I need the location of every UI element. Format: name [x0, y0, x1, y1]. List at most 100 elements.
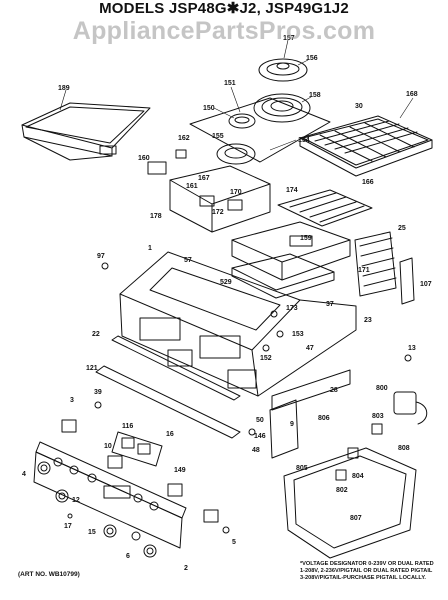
callout-167: 167: [198, 175, 210, 182]
callout-17: 17: [64, 523, 72, 530]
callout-808: 808: [398, 445, 410, 452]
callout-149: 149: [174, 467, 186, 474]
callout-806: 806: [318, 415, 330, 422]
chassis-frame: [119, 251, 357, 397]
callout-1: 1: [148, 245, 152, 252]
switch-block-mid: [107, 455, 123, 469]
callout-10: 10: [104, 443, 112, 450]
voltage-note-line-1: *VOLTAGE DESIGNATOR 0-239V OR DUAL RATED: [300, 561, 434, 567]
callout-107: 107: [420, 281, 432, 288]
callout-16: 16: [166, 431, 174, 438]
callout-178: 178: [150, 213, 162, 220]
diagram-title: MODELS JSP48G✱J2, JSP49G1J2: [99, 0, 349, 17]
burner-box: [169, 165, 271, 233]
screw-17: [67, 513, 73, 519]
callout-162: 162: [178, 135, 190, 142]
callout-9: 9: [290, 421, 294, 428]
knobs: [37, 461, 157, 558]
burner-assembly: [216, 58, 311, 165]
callout-97: 97: [97, 253, 105, 260]
drip-tray: [231, 253, 335, 299]
callout-159: 159: [300, 235, 312, 242]
callout-23: 23: [364, 317, 372, 324]
callout-166: 166: [362, 179, 374, 186]
clock-timer: [111, 431, 163, 467]
grill-grate: [299, 115, 433, 177]
callout-25: 25: [398, 225, 406, 232]
leader-lines: [59, 39, 414, 151]
callout-805: 805: [296, 465, 308, 472]
callout-28: 28: [330, 387, 338, 394]
callout-157: 157: [283, 35, 295, 42]
callout-152: 152: [260, 355, 272, 362]
callout-116: 116: [122, 423, 133, 430]
screw-13: [404, 354, 412, 362]
switch-block-lower: [203, 509, 219, 523]
connector-804: [347, 447, 359, 459]
manifold-bracket: [269, 399, 299, 459]
callout-57: 57: [184, 257, 192, 264]
callout-173: 173: [286, 305, 298, 312]
callout-22: 22: [92, 331, 100, 338]
callout-30: 30: [355, 103, 363, 110]
callout-153: 153: [292, 331, 304, 338]
side-rail: [111, 335, 241, 401]
callout-172: 172: [212, 209, 224, 216]
callout-labels: 189 157 156 151 158 150 155 154 30 168 1…: [22, 35, 432, 572]
callout-121: 121: [86, 365, 98, 372]
callout-168: 168: [406, 91, 418, 98]
callout-150: 150: [203, 105, 215, 112]
callout-50: 50: [256, 417, 264, 424]
screw-153: [276, 330, 284, 338]
voltage-note-line-2: 1-208V, 2-236V/PIGTAIL OR DUAL RATED PIG…: [300, 568, 433, 574]
voltage-note-line-3: 3-208V/PIGTAIL-PURCHASE PIGTAIL LOCALLY.: [300, 575, 426, 581]
screw-39: [94, 401, 102, 409]
screw-152: [262, 344, 270, 352]
callout-155: 155: [212, 133, 224, 140]
front-trim-strip: [95, 365, 241, 439]
callout-151: 151: [224, 80, 236, 87]
rear-vent-filter: [354, 231, 415, 305]
callout-15: 15: [88, 529, 96, 536]
callout-12: 12: [72, 497, 80, 504]
grill-pan: [231, 221, 351, 281]
kick-plate: [271, 369, 351, 411]
grill-element-rack: [277, 189, 373, 227]
callout-800: 800: [376, 385, 388, 392]
callout-48: 48: [252, 447, 260, 454]
callout-161: 161: [186, 183, 198, 190]
callout-189: 189: [58, 85, 70, 92]
screw-50: [248, 428, 256, 436]
control-panel: [33, 441, 187, 549]
callout-807: 807: [350, 515, 362, 522]
griddle-plate: [21, 102, 151, 161]
connector-803: [371, 423, 383, 435]
callout-39: 39: [94, 389, 102, 396]
callout-802: 802: [336, 487, 348, 494]
callout-3: 3: [70, 397, 74, 404]
callout-2: 2: [184, 565, 188, 572]
callout-171: 171: [358, 267, 370, 274]
voltage-designator-note: *VOLTAGE DESIGNATOR 0-239V OR DUAL RATED…: [300, 561, 446, 582]
connector-802: [335, 469, 347, 481]
callout-13: 13: [408, 345, 416, 352]
callout-174: 174: [286, 187, 298, 194]
callout-6: 6: [126, 553, 130, 560]
callout-37: 37: [326, 301, 334, 308]
callout-803: 803: [372, 413, 384, 420]
side-cabinet-panel: [283, 447, 417, 559]
watermark-text: AppliancePartsPros.com: [72, 17, 376, 45]
screw-5: [222, 526, 230, 534]
clip: [175, 149, 187, 159]
cooktop-plate: [189, 97, 331, 163]
callout-47: 47: [306, 345, 314, 352]
callout-170: 170: [230, 189, 242, 196]
callout-160: 160: [138, 155, 150, 162]
art-number: (ART NO. WB10799): [18, 571, 80, 578]
spark-module-bracket: [147, 161, 167, 175]
callout-529: 529: [220, 279, 232, 286]
callout-5: 5: [232, 539, 236, 546]
callout-804: 804: [352, 473, 364, 480]
callout-158: 158: [309, 92, 321, 99]
